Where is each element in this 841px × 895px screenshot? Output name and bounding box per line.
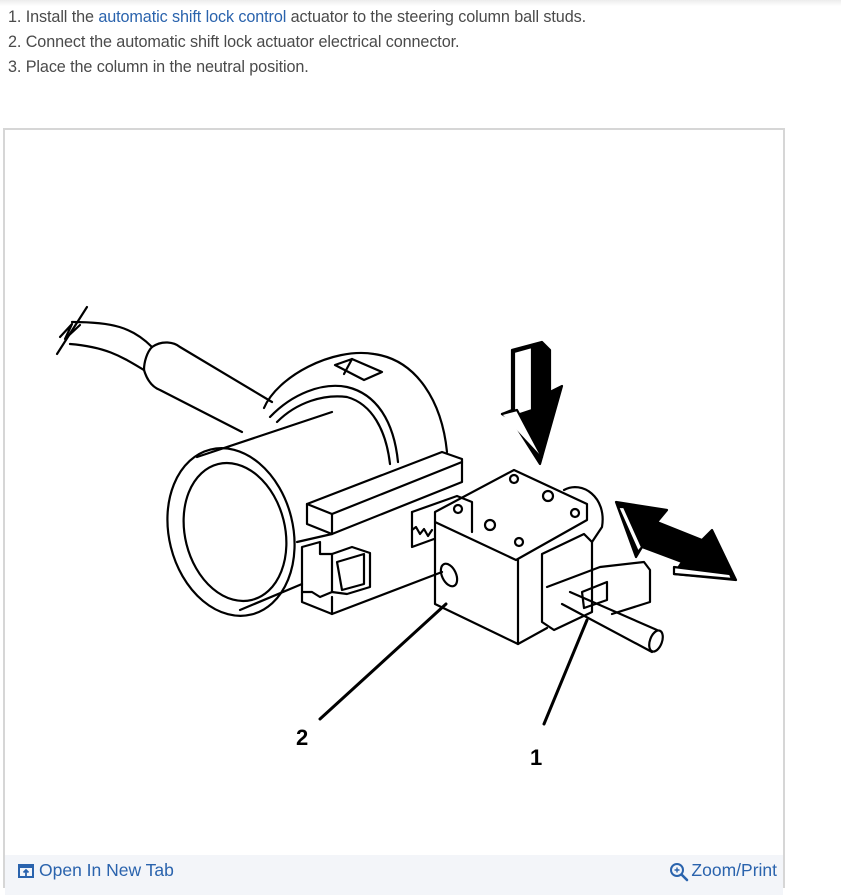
step-text: Install the (25, 8, 99, 26)
zoom-print-button[interactable]: Zoom/Print (669, 860, 777, 881)
callout-1: 1 (530, 745, 542, 770)
step-number: 2. (8, 33, 22, 51)
actuator-block (410, 468, 664, 654)
instruction-steps: 1. Install the automatic shift lock cont… (8, 5, 586, 80)
step-3: 3. Place the column in the neutral posit… (8, 55, 586, 80)
zoom-print-label: Zoom/Print (691, 860, 777, 880)
step-number: 1. (8, 8, 22, 26)
figure-frame: 2 1 Open In New Tab Zoom/Print (3, 128, 785, 895)
step-2: 2. Connect the automatic shift lock actu… (8, 30, 586, 55)
open-in-new-tab-button[interactable]: Open In New Tab (17, 860, 174, 881)
callout-leaders (318, 602, 589, 726)
down-arrow-icon (500, 340, 564, 466)
open-in-new-tab-icon (17, 862, 35, 880)
step-text: actuator to the steering column ball stu… (286, 8, 586, 26)
top-shadow (0, 0, 841, 6)
step-text: Connect the automatic shift lock actuato… (25, 33, 460, 51)
step-1: 1. Install the automatic shift lock cont… (8, 5, 586, 30)
step-number: 3. (8, 58, 22, 76)
callout-2: 2 (296, 725, 308, 750)
double-arrow-icon (614, 500, 738, 582)
automatic-shift-lock-control-link[interactable]: automatic shift lock control (98, 8, 287, 26)
cable-illustration (55, 305, 274, 434)
step-text: Place the column in the neutral position… (25, 58, 309, 76)
open-in-new-tab-label: Open In New Tab (39, 860, 174, 880)
steering-column-housing (166, 351, 464, 617)
zoom-in-icon (669, 862, 689, 881)
figure-footer: Open In New Tab Zoom/Print (5, 855, 783, 895)
shift-lock-actuator-diagram: 2 1 (55, 305, 738, 770)
